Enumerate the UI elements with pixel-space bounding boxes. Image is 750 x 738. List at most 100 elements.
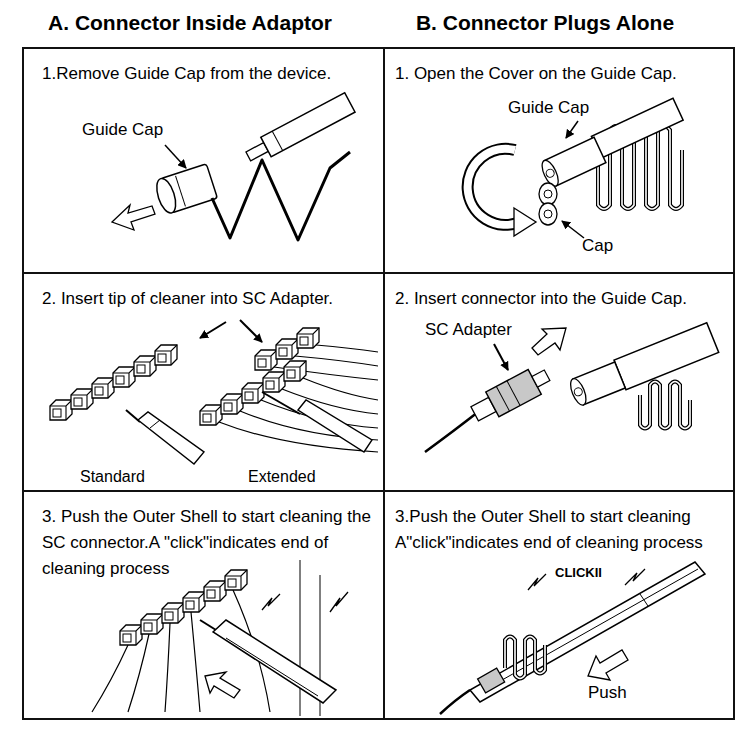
drawing-part: [440, 690, 470, 714]
drawing-part: [640, 594, 648, 606]
drawing-part: [165, 145, 186, 168]
column-heading: B. Connector Plugs Alone: [416, 10, 674, 35]
drawing-part: [505, 637, 545, 679]
drawing-part: [640, 382, 690, 429]
drawing-part: [112, 205, 155, 230]
drawing-part: [150, 420, 160, 428]
drawing-part: [425, 412, 478, 452]
drawing-part: [71, 389, 93, 409]
step-panel: 1. Open the Cover on the Guide Cap.: [383, 47, 735, 274]
drawing-part: [528, 574, 546, 590]
drawing-part: [255, 350, 277, 370]
variant-label: Standard: [80, 467, 145, 486]
drawing-part: [591, 98, 683, 158]
action-label: Push: [588, 683, 627, 703]
step-text: 1. Open the Cover on the Guide Cap.: [395, 61, 731, 87]
step-panel: 3. Push the Outer Shell to start cleanin…: [22, 490, 385, 720]
drawing-part: [263, 372, 285, 392]
b3-illustration: [440, 562, 705, 714]
drawing-part: [330, 592, 348, 612]
drawing-part: [532, 370, 550, 387]
drawing-part: [505, 637, 545, 679]
b2-illustration: [425, 323, 719, 452]
drawing-part: [200, 405, 222, 425]
drawing-part: [276, 339, 298, 359]
drawing-part: [92, 378, 114, 398]
drawing-part: [262, 594, 280, 610]
drawing-part: [120, 625, 142, 645]
drawing-part: [468, 363, 554, 426]
drawing-part: [176, 176, 186, 206]
drawing-part: [141, 614, 163, 634]
drawing-part: [496, 386, 509, 411]
drawing-part: [298, 400, 372, 452]
drawing-part: [221, 394, 243, 414]
part-label: Guide Cap: [82, 120, 163, 140]
drawing-part: [219, 345, 378, 452]
step-text: 1.Remove Guide Cap from the device.: [42, 61, 382, 87]
drawing-part: [272, 131, 282, 150]
part-label: Cap: [582, 236, 613, 256]
drawing-part: [478, 668, 505, 693]
drawing-part: [284, 361, 306, 381]
drawing-part: [212, 152, 350, 240]
drawing-part: [562, 221, 584, 238]
drawing-part: [640, 382, 690, 429]
variant-label: Extended: [248, 467, 316, 486]
drawing-part: [507, 381, 520, 406]
drawing-part: [138, 412, 204, 464]
drawing-part: [204, 581, 226, 601]
drawing-part: [153, 164, 217, 216]
drawing-part: [50, 400, 72, 420]
step-text: 2. Insert connector into the Guide Cap.: [395, 286, 731, 312]
drawing-part: [183, 592, 205, 612]
a2-illustration: [50, 320, 378, 464]
drawing-part: [567, 323, 719, 409]
step-panel: 2. Insert tip of cleaner into SC Adapter…: [22, 272, 385, 492]
drawing-part: [532, 328, 566, 355]
drawing-part: [243, 93, 355, 166]
drawing-part: [155, 345, 177, 365]
drawing-part: [200, 620, 216, 630]
step-text: 3.Push the Outer Shell to start cleaning…: [395, 504, 731, 556]
drawing-part: [488, 569, 698, 688]
drawing-part: [470, 562, 705, 702]
step-panel: 2. Insert connector into the Guide Cap.: [383, 272, 735, 492]
step-panel: 3.Push the Outer Shell to start cleaning…: [383, 490, 735, 720]
b1-illustration: [468, 98, 686, 238]
drawing-part: [588, 650, 628, 680]
drawing-part: [262, 392, 300, 414]
drawing-part: [468, 149, 520, 225]
drawing-part: [153, 176, 179, 215]
drawing-part: [539, 183, 557, 205]
drawing-part: [539, 203, 557, 225]
drawing-part: [514, 208, 536, 236]
drawing-part: [261, 93, 355, 157]
column-heading: A. Connector Inside Adaptor: [48, 10, 332, 35]
a3-illustration: [92, 560, 348, 716]
drawing-part: [205, 672, 240, 698]
drawing-part: [225, 570, 247, 590]
part-label: SC Adapter: [425, 320, 512, 340]
drawing-part: [567, 377, 589, 407]
drawing-part: [545, 168, 556, 179]
step-panel: 1.Remove Guide Cap from the device.: [22, 47, 385, 274]
drawing-part: [544, 190, 552, 198]
step-text: 2. Insert tip of cleaner into SC Adapter…: [42, 286, 382, 312]
drawing-part: [134, 356, 156, 376]
drawing-part: [162, 603, 184, 623]
drawing-part: [494, 344, 508, 370]
a1-illustration: [112, 93, 355, 240]
drawing-part: [625, 569, 645, 585]
drawing-part: [566, 121, 578, 138]
drawing-part: [544, 210, 552, 218]
drawing-part: [242, 383, 264, 403]
drawing-part: [200, 322, 226, 338]
drawing-part: [300, 560, 301, 716]
drawing-part: [478, 668, 505, 693]
part-label: Guide Cap: [508, 98, 589, 118]
drawing-part: [113, 367, 135, 387]
step-text: 3. Push the Outer Shell to start cleanin…: [42, 504, 382, 582]
